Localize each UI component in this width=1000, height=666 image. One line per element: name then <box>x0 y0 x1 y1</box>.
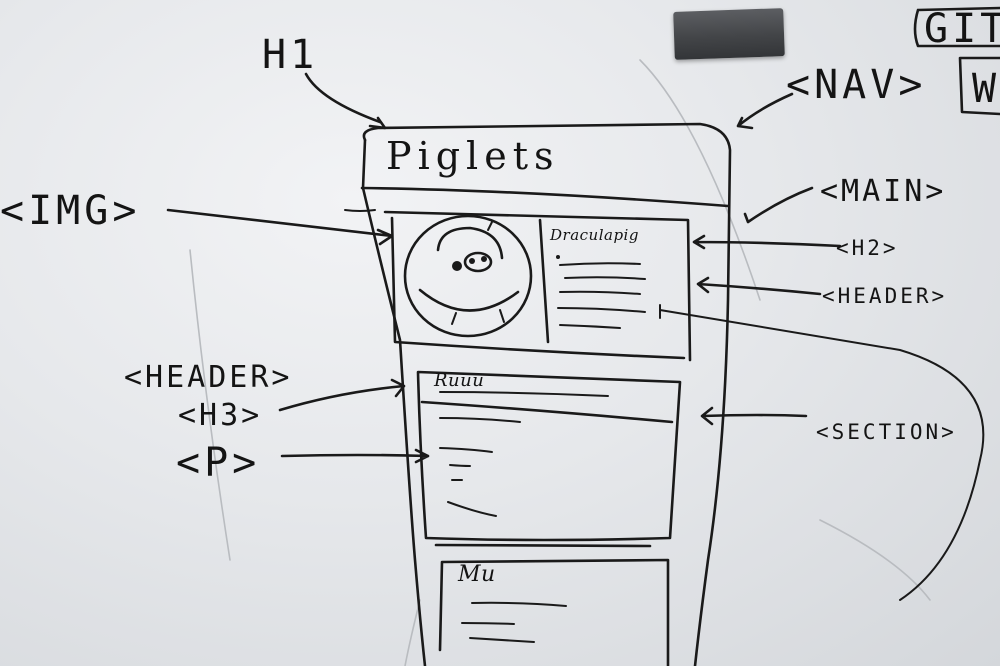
annotation-corner-box: W <box>972 66 1000 112</box>
arrow-header-left <box>278 378 406 412</box>
section-text-line <box>439 417 521 423</box>
pig-nostril <box>469 258 475 264</box>
sketch-lower-section-title: Mu <box>458 562 496 587</box>
lower-section-line <box>469 637 535 643</box>
card-text-line <box>559 324 621 329</box>
annotation-section: <SECTION> <box>816 420 957 444</box>
section-frame <box>416 370 682 542</box>
card-text-line <box>559 290 641 295</box>
corner-frame <box>913 6 1000 48</box>
pig-eye-left <box>452 261 462 271</box>
card-text-line <box>564 276 646 280</box>
page-frame-left <box>361 138 427 666</box>
pig-nostril <box>481 256 487 262</box>
annotation-header-right: <HEADER> <box>822 284 948 308</box>
annotation-p: <P> <box>176 440 261 486</box>
annotation-img: <IMG> <box>0 188 141 234</box>
faded-mark <box>189 249 231 561</box>
annotation-header-left: <HEADER> <box>124 360 293 395</box>
sketch-card-title: Draculapig <box>550 226 639 244</box>
pig-fang <box>451 312 457 325</box>
arrow-img <box>166 208 394 246</box>
section-text-line <box>447 501 497 517</box>
pig-image-frame <box>403 214 533 338</box>
pig-snout <box>463 251 493 273</box>
pig-smile <box>418 288 520 312</box>
annotation-nav: <NAV> <box>786 62 927 108</box>
corner-box <box>958 56 1000 116</box>
lower-section-line <box>461 622 515 625</box>
faded-mark <box>404 599 421 666</box>
lower-section-line <box>471 601 567 607</box>
sketch-site-title: Piglets <box>386 134 560 178</box>
arrow-header-right <box>696 276 822 296</box>
faded-mark <box>639 59 761 301</box>
main-card-frame <box>383 210 692 362</box>
pig-ear <box>487 221 493 231</box>
faded-mark <box>819 519 931 601</box>
pig-face-outline <box>436 226 504 260</box>
main-top-line <box>344 209 376 212</box>
arrow-h1 <box>304 72 387 130</box>
arrow-p <box>280 448 430 464</box>
lower-section-frame <box>434 543 670 666</box>
arrow-main <box>743 186 814 224</box>
section-text-line <box>449 464 471 467</box>
annotation-main: <MAIN> <box>820 174 947 209</box>
annotation-h3: <H3> <box>178 398 263 433</box>
pig-fang <box>499 309 505 323</box>
annotation-git: GIT <box>924 6 1000 52</box>
card-text-line <box>557 307 646 313</box>
card-text-line <box>559 262 641 266</box>
bullet-dot <box>556 255 560 259</box>
section-text-line <box>439 447 493 453</box>
arrow-h2 <box>692 234 842 250</box>
card-divider <box>538 218 550 344</box>
title-divider <box>360 186 730 208</box>
annotation-h1: H1 <box>262 32 319 78</box>
section-header-divider <box>420 400 674 424</box>
sketch-section-title: Ruuu <box>434 370 485 391</box>
section-title-underline <box>439 391 609 397</box>
long-curve <box>659 309 985 601</box>
arrow-section <box>700 406 808 426</box>
arrow-nav <box>736 92 794 130</box>
annotation-h2: <H2> <box>836 236 899 260</box>
